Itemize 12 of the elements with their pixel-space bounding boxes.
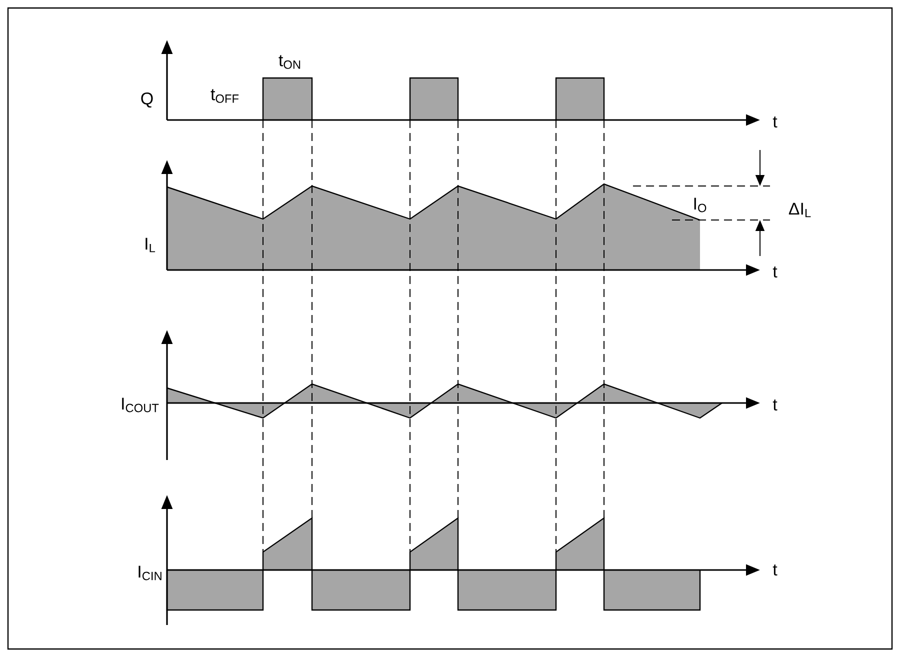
axis-label: t$_{OFF}$ [210, 89, 239, 103]
axis-label: t [772, 116, 778, 128]
axis-label: t [772, 266, 778, 278]
axis-label: I$_{CIN}$ [138, 566, 162, 580]
axis-label: I$_{L}$ [146, 238, 156, 252]
axis-label: t$_{ON}$ [278, 55, 300, 69]
axis-label: I$_{COUT}$ [122, 398, 159, 412]
axis-label: ΔI$_{L}$ [788, 202, 811, 218]
axis-label: I$_{O}$ [694, 198, 706, 212]
axis-label: t [772, 564, 778, 576]
axis-label: Q [141, 92, 153, 108]
axis-label: t [772, 399, 778, 411]
